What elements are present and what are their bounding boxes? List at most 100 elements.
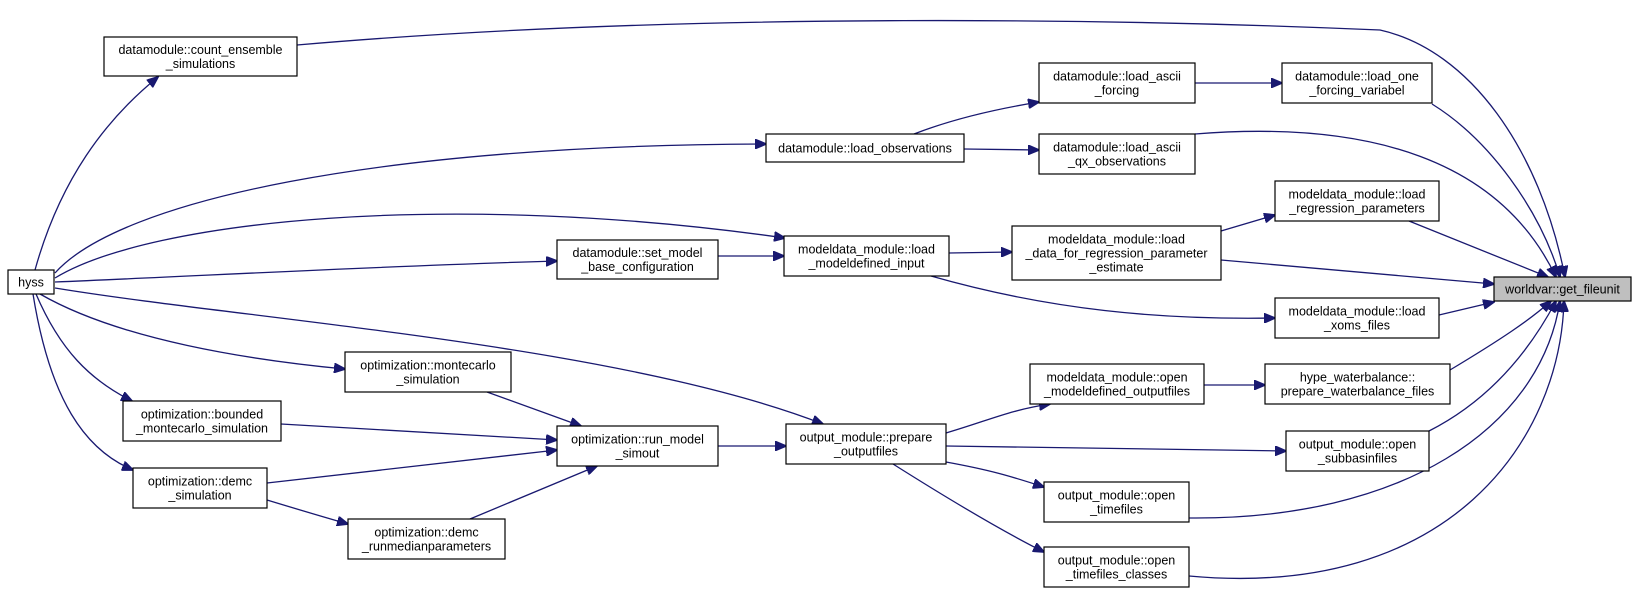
edge-hyss-to-load_modeldef — [54, 213, 785, 279]
edge-path — [945, 445, 1286, 451]
edge-load_modeldef-to-load_data_regr — [948, 252, 1012, 253]
edge-hyss-to-mc_sim — [39, 293, 345, 369]
edge-path — [1449, 301, 1551, 371]
node-label: _estimate — [1088, 261, 1143, 275]
node-label: _simulations — [165, 57, 235, 71]
node-label: _simulation — [395, 373, 459, 387]
edge-path — [1194, 130, 1556, 277]
node-label: output_module::open — [1058, 489, 1176, 503]
node-box — [1281, 62, 1433, 104]
edge-prepare_out-to-open_timefiles — [945, 461, 1044, 487]
node-mc-sim[interactable]: optimization::montecarlo_simulation — [344, 351, 512, 393]
node-label: modeldata_module::load — [798, 243, 935, 257]
node-box — [347, 518, 506, 560]
node-label: optimization::demc — [148, 475, 252, 489]
node-load-ascii-qx[interactable]: datamodule::load_ascii_qx_observations — [1038, 133, 1196, 175]
edge-load_modeldef-to-load_xoms — [930, 275, 1275, 318]
node-label: modeldata_module::load — [1289, 305, 1426, 319]
node-set-model[interactable]: datamodule::set_model_base_configuration — [556, 239, 719, 280]
node-box — [765, 133, 965, 163]
node-load-data-regr[interactable]: modeldata_module::load_data_for_regressi… — [1011, 225, 1222, 281]
node-label: _xoms_files — [1323, 319, 1390, 333]
node-load-modeldef[interactable]: modeldata_module::load_modeldefined_inpu… — [783, 235, 950, 277]
node-box — [1011, 225, 1222, 281]
node-open-timefiles[interactable]: output_module::open_timefiles — [1043, 481, 1190, 523]
nodes: hyss datamodule::count_ensemble_simulatio… — [7, 36, 1632, 588]
node-label: _modeldefined_input — [807, 257, 925, 271]
edge-path — [39, 293, 345, 369]
node-run-model[interactable]: optimization::run_model_simout — [556, 425, 719, 467]
node-count-ens[interactable]: datamodule::count_ensemble_simulations — [103, 36, 298, 77]
edge-path — [1220, 215, 1275, 232]
node-label: modeldata_module::load — [1048, 233, 1185, 247]
edge-load_ascii_qx-to-get_fileunit — [1194, 130, 1556, 277]
node-open-subbasin[interactable]: output_module::open_subbasinfiles — [1285, 430, 1430, 472]
edge-load_regr_params-to-get_fileunit — [1408, 220, 1548, 277]
edge-path — [1431, 103, 1560, 277]
edge-open_timefiles_cls-to-get_fileunit — [1188, 301, 1564, 579]
node-hyss[interactable]: hyss — [7, 269, 55, 295]
node-box — [1274, 180, 1440, 222]
node-box — [1043, 546, 1190, 588]
edge-load_data_regr-to-load_regr_params — [1220, 215, 1275, 232]
node-open-timefiles-cls[interactable]: output_module::open_timefiles_classes — [1043, 546, 1190, 588]
edge-prepare_out-to-open_modeldef_out — [945, 404, 1050, 434]
edge-hype_wb-to-get_fileunit — [1449, 301, 1551, 371]
node-load-one-forcing[interactable]: datamodule::load_one_forcing_variabel — [1281, 62, 1433, 104]
edge-demc_sim-to-demc_runmed — [266, 499, 348, 524]
edge-mc_sim-to-run_model — [486, 391, 581, 426]
node-label: _qx_observations — [1067, 155, 1166, 169]
node-label: worldvar::get_fileunit — [1504, 283, 1620, 297]
node-box — [1029, 363, 1205, 405]
edge-bounded_mc-to-run_model — [280, 423, 557, 440]
node-label: _simulation — [167, 489, 231, 503]
node-box — [1274, 297, 1440, 339]
node-hype-wb[interactable]: hype_waterbalance::prepare_waterbalance_… — [1264, 363, 1451, 405]
node-label: _modeldefined_outputfiles — [1043, 385, 1190, 399]
node-load-ascii-forcing[interactable]: datamodule::load_ascii_forcing — [1038, 62, 1196, 104]
edge-path — [945, 404, 1050, 434]
node-box — [556, 239, 719, 280]
edge-count_ens-to-get_fileunit — [296, 19, 1565, 277]
edge-path — [1438, 302, 1494, 316]
node-label: hype_waterbalance:: — [1300, 371, 1415, 385]
node-prepare-out[interactable]: output_module::prepare_outputfiles — [785, 423, 947, 465]
edge-open_subbasin-to-get_fileunit — [1428, 301, 1556, 432]
node-load-regr-params[interactable]: modeldata_module::load_regression_parame… — [1274, 180, 1440, 222]
edge-path — [266, 450, 557, 484]
node-box — [1264, 363, 1451, 405]
edge-hyss-to-set_model — [54, 261, 557, 283]
node-box — [103, 36, 298, 77]
edge-path — [1408, 220, 1548, 277]
edge-path — [54, 144, 766, 274]
edge-path — [930, 275, 1275, 318]
node-label: optimization::run_model — [571, 433, 704, 447]
edge-path — [892, 463, 1044, 552]
edge-prepare_out-to-open_timefiles_cls — [892, 463, 1044, 552]
edge-path — [54, 261, 557, 283]
node-box — [122, 400, 282, 442]
node-label: _forcing_variabel — [1308, 84, 1404, 98]
edge-load_one_forcing-to-get_fileunit — [1431, 103, 1560, 277]
edge-load_xoms-to-get_fileunit — [1438, 302, 1494, 316]
node-bounded-mc[interactable]: optimization::bounded_montecarlo_simulat… — [122, 400, 282, 442]
edge-demc_sim-to-run_model — [266, 450, 557, 484]
node-box — [344, 351, 512, 393]
edge-load_obs-to-load_ascii_qx — [963, 149, 1039, 150]
node-label: modeldata_module::open — [1046, 371, 1187, 385]
edge-path — [34, 77, 158, 271]
node-demc-runmed[interactable]: optimization::demc_runmedianparameters — [347, 518, 506, 560]
edge-path — [1188, 301, 1560, 519]
node-demc-sim[interactable]: optimization::demc_simulation — [132, 467, 268, 509]
node-load-xoms[interactable]: modeldata_module::load_xoms_files — [1274, 297, 1440, 339]
node-open-modeldef-out[interactable]: modeldata_module::open_modeldefined_outp… — [1029, 363, 1205, 405]
node-box — [1038, 133, 1196, 175]
node-label: datamodule::set_model — [573, 246, 703, 260]
node-box — [1038, 62, 1196, 104]
node-label: _data_for_regression_parameter — [1024, 247, 1207, 261]
node-load-obs[interactable]: datamodule::load_observations — [765, 133, 965, 163]
node-get-fileunit[interactable]: worldvar::get_fileunit — [1493, 276, 1632, 302]
node-box — [785, 423, 947, 465]
node-box — [556, 425, 719, 467]
